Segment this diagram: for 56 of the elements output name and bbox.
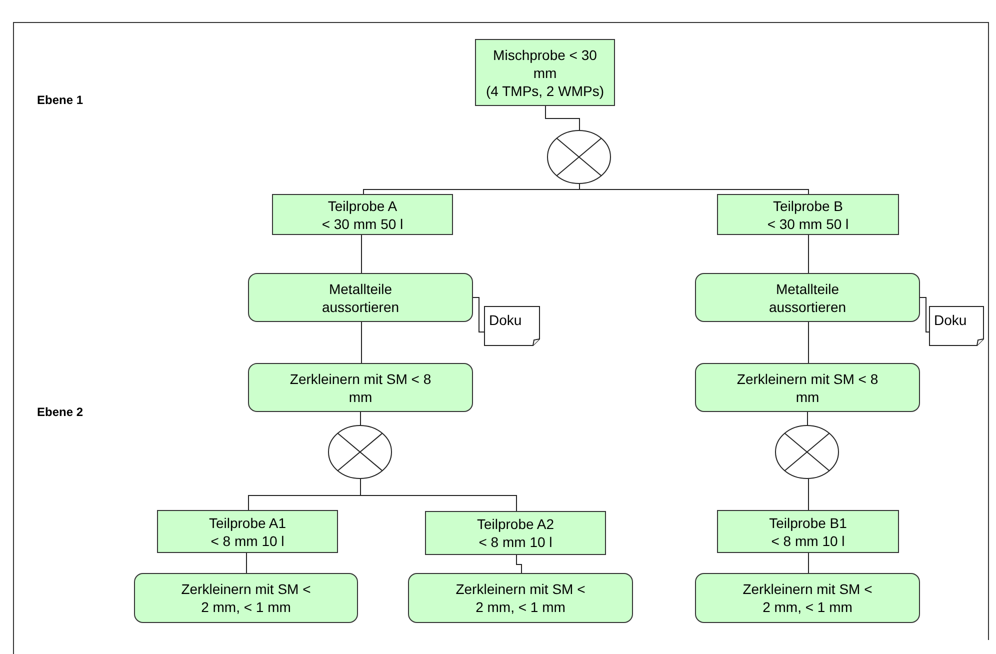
box-text: Metallteile aussortieren [768, 280, 848, 316]
process-box [408, 573, 633, 623]
connector-line [545, 106, 580, 130]
level-label: Ebene 2 [37, 405, 84, 419]
box-text: Metallteile aussortieren [320, 280, 400, 316]
box-text: Doku [933, 311, 968, 329]
box-text: Teilprobe B [772, 196, 844, 214]
box-text: Doku [488, 311, 523, 329]
connector-line [920, 297, 930, 332]
connector-line [808, 478, 809, 510]
process-box [272, 194, 453, 235]
box-text: < 30 mm 50 l [766, 214, 850, 232]
process-box [717, 510, 899, 553]
box-text: < 8 mm 10 l [478, 533, 554, 551]
level-label: Ebene 1 [37, 93, 84, 107]
box-text: Teilprobe A2 [476, 515, 556, 533]
process-box [248, 363, 473, 412]
connector-line [808, 234, 809, 274]
connector-line [808, 552, 809, 574]
box-text: Teilprobe A1 [208, 514, 288, 532]
mixer-circle [328, 425, 392, 479]
connector-line [246, 552, 247, 574]
box-text: Zerkleinern mit SM < 2 mm, < 1 mm [180, 580, 312, 616]
document-note [484, 306, 540, 346]
box-text: < 8 mm 10 l [770, 532, 846, 550]
connector-line [516, 554, 522, 574]
box-text: Teilprobe B1 [768, 514, 848, 532]
process-box [475, 39, 615, 106]
process-box [717, 194, 899, 235]
process-box [157, 510, 338, 553]
connector-line [472, 297, 484, 332]
connector-line [360, 412, 361, 426]
process-box [134, 573, 358, 623]
box-text: Zerkleinern mit SM < 8 mm [288, 370, 432, 406]
process-box [695, 273, 920, 322]
process-box [695, 363, 920, 412]
box-text: (4 TMPs, 2 WMPs) [485, 82, 605, 100]
connector-line [360, 478, 517, 512]
box-text: < 8 mm 10 l [210, 532, 286, 550]
document-note [929, 306, 984, 346]
process-box [425, 511, 606, 555]
process-box [695, 573, 920, 623]
connector-line [361, 234, 362, 274]
box-text: Mischprobe < 30 mm [492, 46, 598, 82]
connector-line [807, 412, 808, 426]
box-text: < 30 mm 50 l [320, 214, 404, 232]
connector-line [361, 322, 362, 364]
mixer-circle [547, 130, 611, 184]
connector-line [808, 322, 809, 364]
box-text: Zerkleinern mit SM < 2 mm, < 1 mm [742, 580, 874, 616]
box-text: Teilprobe A [326, 196, 398, 214]
box-text: Zerkleinern mit SM < 2 mm, < 1 mm [454, 580, 586, 616]
box-text: Zerkleinern mit SM < 8 mm [736, 370, 880, 406]
mixer-circle [775, 425, 839, 479]
process-box [248, 273, 473, 322]
connector-line [579, 184, 809, 194]
